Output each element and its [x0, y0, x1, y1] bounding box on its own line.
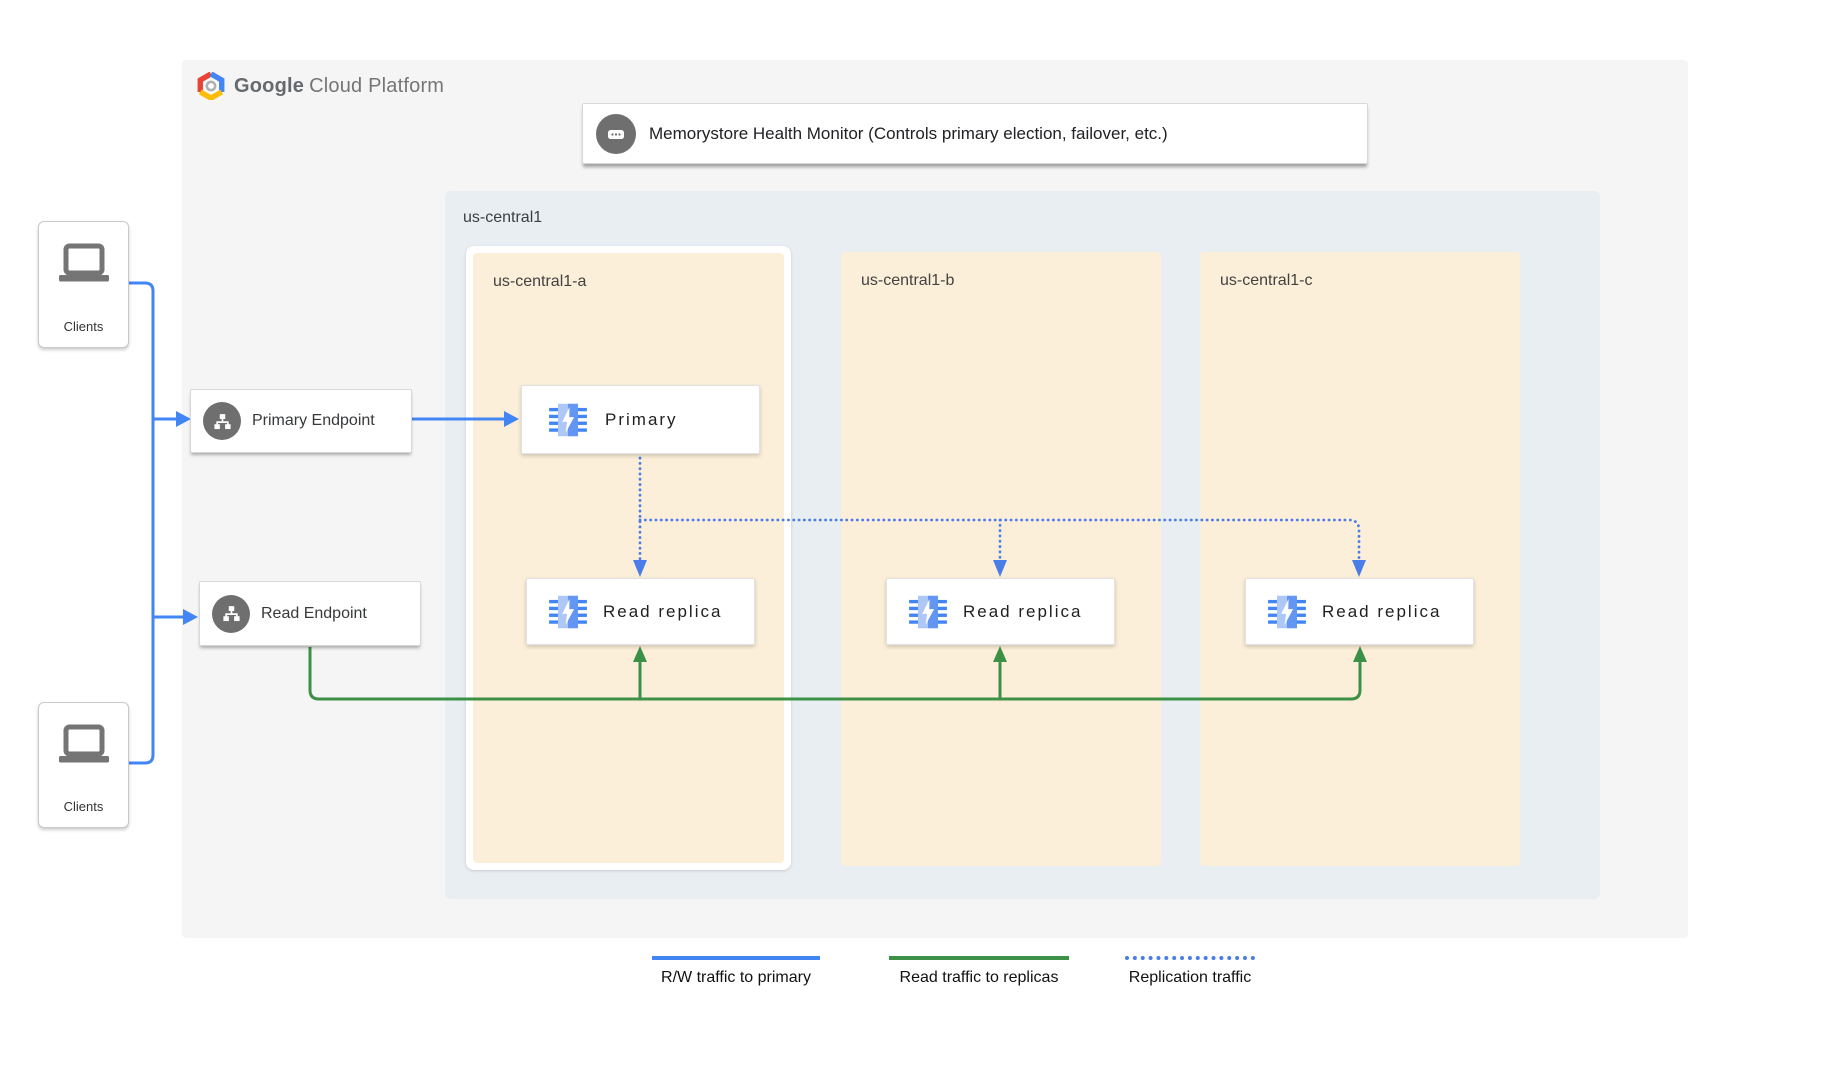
primary-node-label: Primary [605, 409, 678, 429]
legend-label-read-traffic: Read traffic to replicas [899, 969, 1059, 986]
legend-label-rw-traffic: R/W traffic to primary [661, 969, 811, 986]
zone-us-central1-c: us-central1-c [1200, 252, 1520, 866]
zone-b-label: us-central1-b [861, 272, 955, 289]
memorystore-chip-icon [547, 399, 589, 441]
clients-bottom-label: Clients [63, 799, 104, 814]
brand-google: Google [234, 74, 305, 97]
zone-us-central1-a: us-central1-a [466, 246, 791, 870]
region-label: us-central1 [463, 209, 543, 226]
legend-item-read-traffic: Read traffic to replicas [889, 956, 1069, 987]
read-endpoint-label: Read Endpoint [261, 604, 367, 622]
read-replica-c-box: Read replica [1245, 578, 1474, 645]
legend-swatch-green-solid [889, 956, 1069, 960]
network-endpoint-icon [203, 402, 241, 440]
primary-endpoint-box: Primary Endpoint [190, 389, 412, 453]
clients-top-label: Clients [63, 319, 104, 334]
health-monitor-box: Memorystore Health Monitor (Controls pri… [582, 103, 1368, 164]
network-endpoint-icon [212, 594, 250, 633]
memorystore-chip-icon [1266, 591, 1308, 633]
zone-a-label: us-central1-a [493, 273, 587, 290]
legend-item-replication-traffic: Replication traffic [1125, 956, 1255, 987]
laptop-icon [56, 723, 112, 774]
legend-swatch-blue-solid [652, 956, 820, 960]
zone-a-surface: us-central1-a [473, 253, 784, 863]
read-endpoint-box: Read Endpoint [199, 581, 421, 646]
read-replica-c-label: Read replica [1322, 601, 1442, 621]
clients-bottom-box: Clients [38, 702, 129, 828]
zone-c-label: us-central1-c [1220, 272, 1313, 289]
laptop-icon [56, 242, 112, 293]
zone-us-central1-b: us-central1-b [841, 252, 1161, 866]
legend-swatch-blue-dotted [1125, 956, 1255, 960]
memorystore-chip-icon [907, 591, 949, 633]
memorystore-chip-icon [547, 591, 589, 633]
clients-top-box: Clients [38, 221, 129, 348]
primary-node-box: Primary [521, 385, 760, 454]
legend-label-replication-traffic: Replication traffic [1128, 969, 1252, 986]
legend-item-rw-traffic: R/W traffic to primary [652, 956, 820, 987]
read-replica-b-box: Read replica [886, 578, 1115, 645]
brand-cloud-platform: Cloud Platform [309, 74, 445, 97]
gcp-hexagon-logo-icon [197, 72, 225, 100]
read-replica-a-box: Read replica [526, 578, 755, 645]
primary-endpoint-label: Primary Endpoint [252, 412, 375, 429]
read-replica-a-label: Read replica [603, 601, 723, 621]
health-monitor-label: Memorystore Health Monitor (Controls pri… [649, 123, 1168, 143]
read-replica-b-label: Read replica [963, 601, 1083, 621]
chat-dots-icon [596, 113, 636, 154]
